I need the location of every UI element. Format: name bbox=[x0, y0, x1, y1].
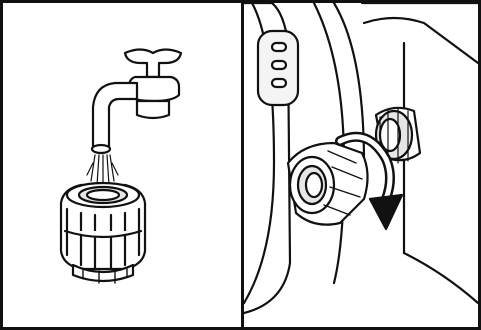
panel-rinse-coupling bbox=[0, 0, 244, 330]
left-illustration bbox=[3, 3, 241, 327]
panel-attach-coupling bbox=[241, 0, 481, 330]
right-illustration bbox=[244, 3, 478, 327]
hose-coupling-icon bbox=[61, 183, 145, 283]
water-tap-icon bbox=[92, 50, 181, 154]
indicator-slots bbox=[258, 31, 298, 105]
hose-coupling-icon bbox=[288, 143, 368, 225]
